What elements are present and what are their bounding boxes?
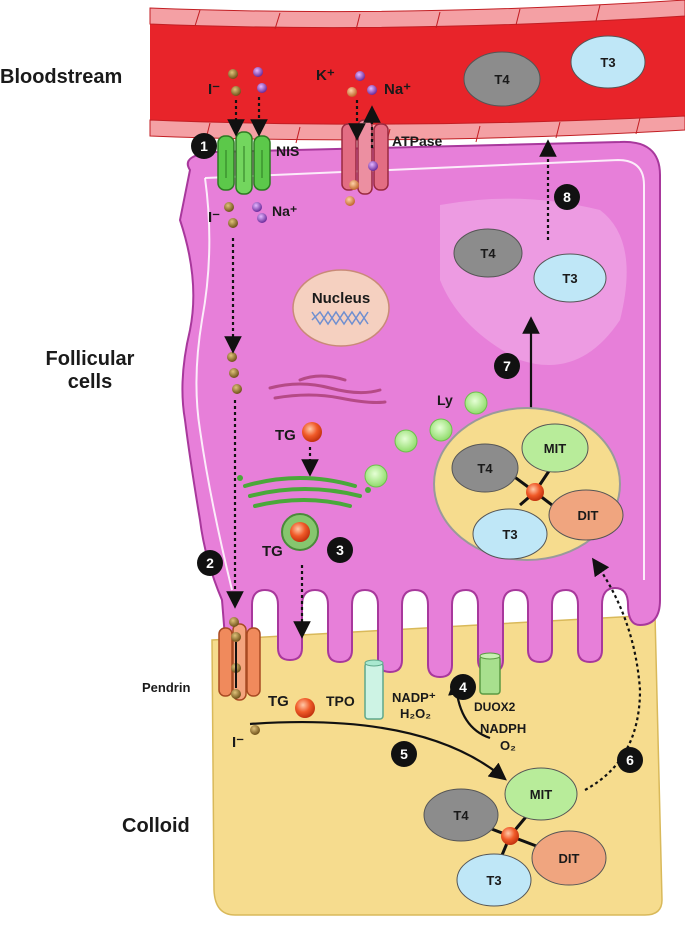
nis-label: NIS [276,143,299,159]
step-badge-2: 2 [197,550,223,576]
sodium-ions-cell [252,161,378,223]
t4-label-phagolysosome: T4 [477,461,493,476]
tg-molecule-er [302,422,322,442]
svg-text:7: 7 [503,358,511,374]
transport-arrows [224,97,642,791]
tpo-label: TPO [326,693,355,709]
svg-text:4: 4 [459,679,467,695]
atpase-label: ATPase [392,133,443,149]
endoplasmic-reticulum [268,374,387,404]
mit-label-colloid: MIT [530,787,552,802]
follicular-cells-label: Follicular cells [45,348,135,393]
svg-text:2: 2 [206,555,214,571]
tg-label-colloid: TG [268,693,289,710]
t3-label-cell: T3 [562,271,577,286]
svg-text:8: 8 [563,189,571,205]
iodide-ions-cell [224,202,242,394]
step-badge-8: 8 [554,184,580,210]
svg-text:5: 5 [400,746,408,762]
tg-vesicle [281,513,319,551]
step-badge-3: 3 [327,537,353,563]
duox2-enzyme [479,652,501,695]
endocytosis-arrow [584,557,642,791]
tg-label-vesicle: TG [262,543,283,560]
step-badge-1: 1 [191,133,217,159]
nucleus [292,269,390,347]
iodide-label-blood: I⁻ [208,81,220,98]
tg-label-er: TG [275,427,296,444]
pendrin-transporter [218,617,261,701]
step-badge-7: 7 [494,353,520,379]
svg-text:1: 1 [200,138,208,154]
cell-inner-membrane-left [195,177,233,591]
t3-label-phagolysosome: T3 [502,527,517,542]
lysosome-label: Ly [437,392,453,408]
phagolysosome [433,407,624,561]
bloodstream-label: Bloodstream [0,66,123,88]
iodide-label-colloid: I⁻ [232,734,244,751]
duox2-label: DUOX2 [474,700,516,714]
free-hormones-blood [463,35,646,107]
iodination-arrow [249,721,507,781]
atpase-pump [341,119,389,195]
h2o2-label: H₂O₂ [400,706,431,721]
step-badge-6: 6 [617,747,643,773]
tpo-enzyme [364,659,384,720]
dit-label-colloid: DIT [559,851,580,866]
pendrin-label: Pendrin [142,680,190,695]
golgi-apparatus [237,475,371,508]
t4-label-blood: T4 [494,72,510,87]
iodide-label-cell: I⁻ [208,209,220,226]
blood-vessel [150,14,685,127]
cell-inner-membrane [204,158,645,580]
nis-transporter [217,131,271,195]
iodide-ion-colloid [250,725,260,735]
t3-label-blood: T3 [600,55,615,70]
t4-label-colloid: T4 [453,808,469,823]
colloid-label: Colloid [122,815,190,837]
sodium-label-blood: Na⁺ [384,81,411,98]
mit-label-phagolysosome: MIT [544,441,566,456]
lysosomes [364,391,488,488]
o2-label: O₂ [500,738,516,753]
tg-molecule-colloid [295,698,315,718]
potassium-ion-blood [347,87,357,97]
step-badges: 1 2 3 4 5 6 7 8 [191,133,643,773]
blood-vessel-upper-wall [149,0,685,29]
potassium-ions-cell [345,180,359,206]
svg-text:3: 3 [336,542,344,558]
free-hormones-cell [453,228,607,303]
nucleus-label: Nucleus [312,290,370,307]
iodinated-tg-complex [423,767,607,907]
iodide-ions-blood [228,69,241,96]
t3-label-colloid: T3 [486,873,501,888]
potassium-label: K⁺ [316,67,335,84]
nadp-label: NADP⁺ [392,690,436,705]
sodium-label-cell: Na⁺ [272,203,297,219]
t4-label-cell: T4 [480,246,496,261]
dit-label-phagolysosome: DIT [578,508,599,523]
step-badge-5: 5 [391,741,417,767]
hormone-labels: T4 T3 T4 T3 T4 MIT T3 DIT T4 MIT T3 DIT [453,55,615,888]
step-badge-4: 4 [450,674,476,700]
diagram-labels: I⁻ K⁺ Na⁺ NIS ATPase I⁻ Na⁺ Nucleus TG L… [142,67,526,753]
blood-vessel-lower-wall [149,115,685,141]
nadph-label: NADPH [480,721,526,736]
svg-text:6: 6 [626,752,634,768]
sodium-ions-blood [253,67,377,95]
